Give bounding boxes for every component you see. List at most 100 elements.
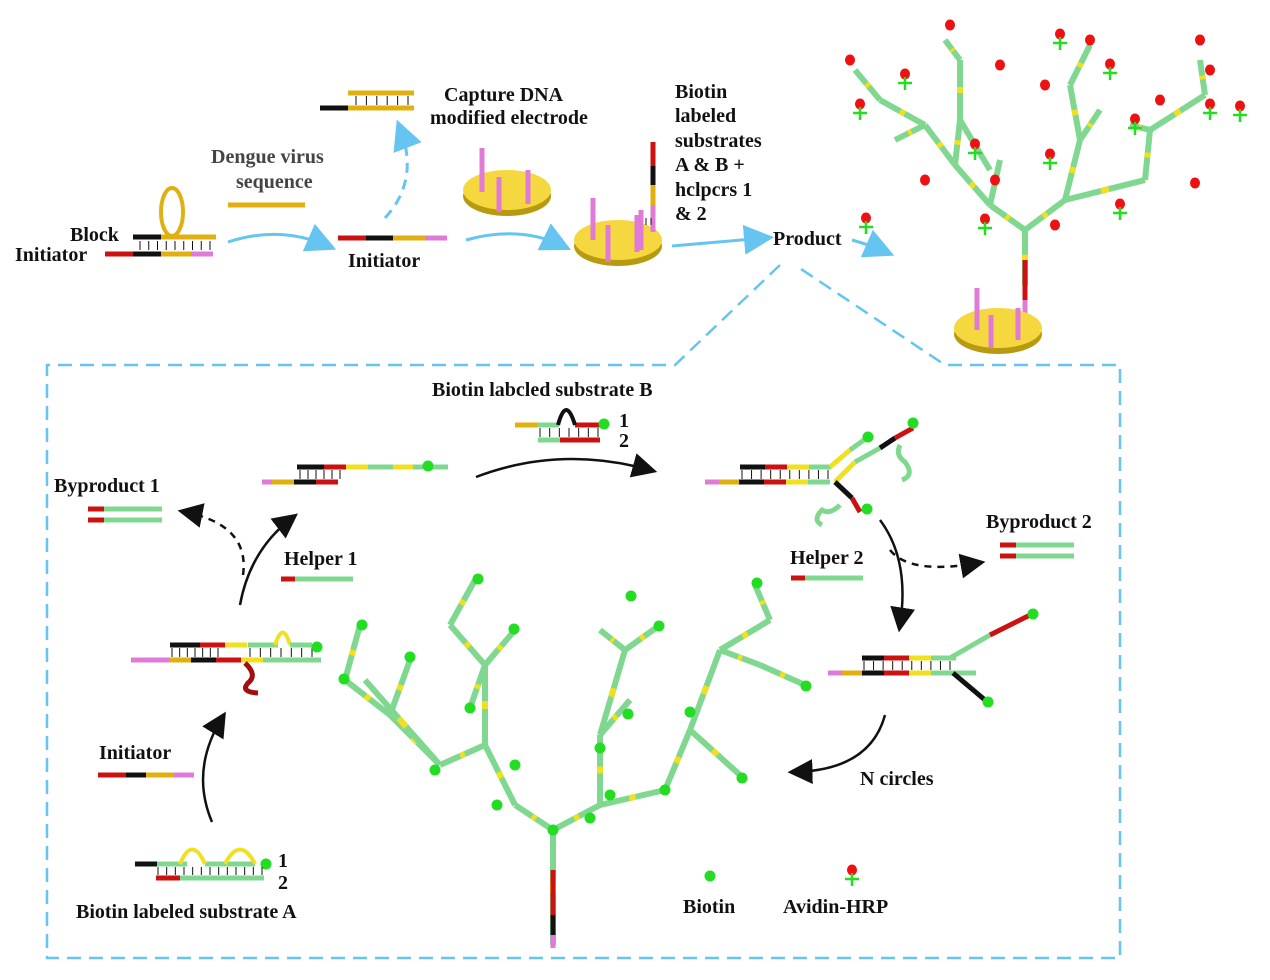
label-initiator: Initiator bbox=[99, 742, 171, 764]
label-substrate-b: Biotin labcled substrate B bbox=[432, 379, 653, 401]
dna-segment bbox=[833, 480, 854, 500]
electrode bbox=[954, 308, 1042, 348]
arrow bbox=[238, 513, 298, 606]
hairpin-loop bbox=[178, 847, 207, 865]
avidin-star bbox=[978, 222, 992, 235]
substrates-line: substrates bbox=[675, 130, 762, 152]
avidin-dot bbox=[1190, 177, 1200, 189]
tree-branch-yellow bbox=[458, 598, 467, 607]
tree-branch-yellow bbox=[779, 671, 786, 679]
tree-branch-yellow bbox=[459, 751, 466, 759]
dna-segment bbox=[988, 612, 1032, 638]
avidin-dot bbox=[1195, 34, 1205, 46]
biotin-dot bbox=[604, 789, 616, 801]
arrow bbox=[177, 503, 245, 576]
avidin-dot bbox=[990, 174, 1000, 186]
dna-segment bbox=[828, 448, 852, 469]
arrow bbox=[383, 119, 422, 220]
avidin-hrp-dot bbox=[1045, 148, 1055, 160]
biotin-dot bbox=[472, 573, 484, 585]
arrow bbox=[475, 453, 658, 479]
tree-branch-yellow bbox=[758, 599, 767, 606]
substrates-line: A & B + bbox=[675, 154, 745, 176]
label-a-1: 1 bbox=[278, 850, 288, 872]
tree-branch-yellow bbox=[1086, 121, 1094, 129]
avidin-star bbox=[1043, 157, 1057, 170]
dna-segment bbox=[878, 435, 897, 451]
hairpin-loop bbox=[273, 630, 292, 646]
label-byproduct-1: Byproduct 1 bbox=[54, 475, 160, 497]
dna-segment bbox=[893, 425, 915, 441]
tree-branch-yellow bbox=[609, 636, 616, 644]
arrow bbox=[465, 223, 572, 251]
label-block: Block bbox=[70, 224, 120, 246]
tree-branch-yellow bbox=[611, 713, 619, 722]
avidin-hrp-dot bbox=[1205, 98, 1215, 110]
avidin-hrp-dot bbox=[970, 138, 980, 150]
strand-tail bbox=[895, 443, 912, 483]
tree-branch-yellow bbox=[700, 684, 710, 696]
biotin-dot bbox=[260, 858, 272, 870]
label-product: Product bbox=[773, 228, 842, 250]
dna-segment bbox=[948, 632, 992, 661]
detail-box bbox=[45, 263, 1122, 960]
substrates-line: labeled bbox=[675, 105, 736, 127]
arrow bbox=[201, 711, 226, 823]
avidin-dot bbox=[1155, 94, 1165, 106]
biotin-dot bbox=[907, 417, 919, 429]
biotin-dot bbox=[598, 418, 610, 430]
dna-segment bbox=[849, 496, 863, 514]
arrow bbox=[889, 549, 986, 579]
tree-branch-yellow bbox=[954, 139, 961, 146]
tree-branch-yellow bbox=[572, 813, 581, 822]
avidin-dot bbox=[1205, 64, 1215, 76]
hairpin-loop bbox=[223, 847, 257, 865]
biotin-dot bbox=[422, 460, 434, 472]
substrates-line: & 2 bbox=[675, 203, 707, 225]
biotin-dot bbox=[464, 702, 476, 714]
avidin-dot bbox=[1085, 34, 1095, 46]
tree-branch-yellow bbox=[1071, 109, 1079, 116]
biotin-dot bbox=[659, 784, 671, 796]
biotin-dot bbox=[622, 708, 634, 720]
avidin-hrp-dot bbox=[1130, 113, 1140, 125]
label-helper-2: Helper 2 bbox=[790, 547, 864, 569]
avidin-dot bbox=[995, 59, 1005, 71]
avidin-star bbox=[845, 873, 859, 886]
label-dengue-1: Dengue virus bbox=[211, 146, 324, 168]
biotin-dot bbox=[508, 623, 520, 635]
tree-branch-yellow bbox=[898, 108, 907, 117]
avidin-star bbox=[853, 107, 867, 120]
dna-segment bbox=[833, 460, 857, 484]
tree-branch-yellow bbox=[396, 716, 409, 729]
avidin-dot bbox=[1040, 79, 1050, 91]
avidin-hrp-dot bbox=[1235, 100, 1245, 112]
tree-branch-yellow bbox=[608, 687, 617, 698]
biotin-dot bbox=[584, 812, 596, 824]
tree-branch-yellow bbox=[496, 643, 504, 652]
avidin-hrp-dot bbox=[1105, 58, 1115, 70]
avidin-hrp-dot bbox=[900, 68, 910, 80]
tree-branch-yellow bbox=[348, 648, 357, 657]
biotin-dot bbox=[625, 590, 637, 602]
tree-branch-yellow bbox=[1100, 186, 1110, 194]
strand-tail bbox=[243, 661, 259, 696]
label-capture-1: Capture DNA bbox=[444, 84, 564, 106]
biotin-dot bbox=[356, 619, 368, 631]
dna-segment bbox=[951, 671, 987, 702]
tree-branch-yellow bbox=[1144, 152, 1151, 158]
avidin-hrp-dot bbox=[861, 212, 871, 224]
tree-branch-yellow bbox=[949, 47, 956, 53]
label-b-1: 1 bbox=[619, 410, 629, 432]
tree-branch-yellow bbox=[710, 748, 720, 757]
tree-branch-yellow bbox=[673, 755, 682, 765]
biotin-dot bbox=[429, 764, 441, 776]
legend-avidin-label: Avidin-HRP bbox=[783, 896, 888, 918]
biotin-dot bbox=[1027, 608, 1039, 620]
avidin-star bbox=[859, 221, 873, 234]
tree-branch-yellow bbox=[736, 653, 744, 662]
tree-branch-yellow bbox=[968, 181, 977, 189]
label-b-2: 2 bbox=[619, 430, 629, 452]
diagram-shapes bbox=[45, 19, 1247, 960]
avidin-star bbox=[968, 147, 982, 160]
